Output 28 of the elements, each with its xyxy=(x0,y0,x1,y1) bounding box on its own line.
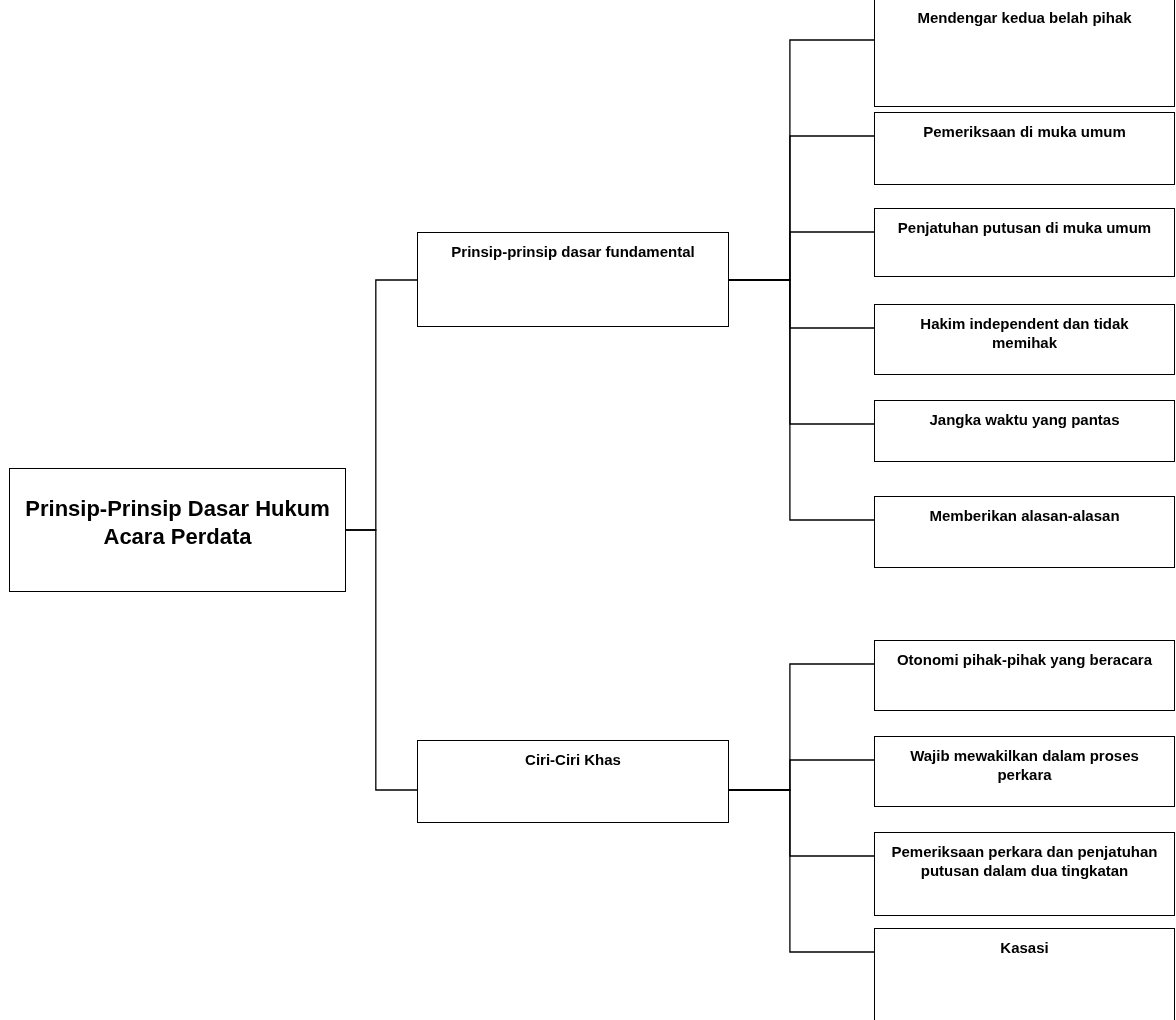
text-box xyxy=(874,736,1175,807)
box-label: Pemeriksaan perkara dan penjatuhan putusan dalam dua tingkatan xyxy=(890,843,1159,881)
text-box xyxy=(874,304,1175,375)
text-box xyxy=(417,740,729,823)
text-box xyxy=(874,400,1175,462)
text-box xyxy=(874,208,1175,277)
connector-line xyxy=(728,789,875,953)
box-label: Kasasi xyxy=(1000,939,1049,958)
text-box xyxy=(874,928,1175,1020)
box-label: Wajib mewakilkan dalam proses perkara xyxy=(909,747,1140,785)
connector-line xyxy=(345,529,418,791)
text-box xyxy=(874,832,1175,916)
text-box xyxy=(874,0,1175,107)
box-label: Penjatuhan putusan di muka umum xyxy=(897,219,1152,238)
box-label: Hakim independent dan tidak memihak xyxy=(919,315,1130,353)
text-box xyxy=(417,232,729,327)
box-label: Prinsip-Prinsip Dasar Hukum Acara Perdata xyxy=(24,495,331,550)
box-label: Prinsip-prinsip dasar fundamental xyxy=(451,243,695,262)
text-box xyxy=(874,640,1175,711)
text-box xyxy=(9,468,346,592)
text-box xyxy=(874,112,1175,185)
box-label: Jangka waktu yang pantas xyxy=(929,411,1120,430)
box-label: Ciri-Ciri Khas xyxy=(525,751,621,770)
text-box xyxy=(874,496,1175,568)
box-label: Memberikan alasan-alasan xyxy=(929,507,1120,526)
box-label: Mendengar kedua belah pihak xyxy=(917,9,1132,28)
box-label: Pemeriksaan di muka umum xyxy=(923,123,1126,142)
box-label: Otonomi pihak-pihak yang beracara xyxy=(896,651,1153,670)
